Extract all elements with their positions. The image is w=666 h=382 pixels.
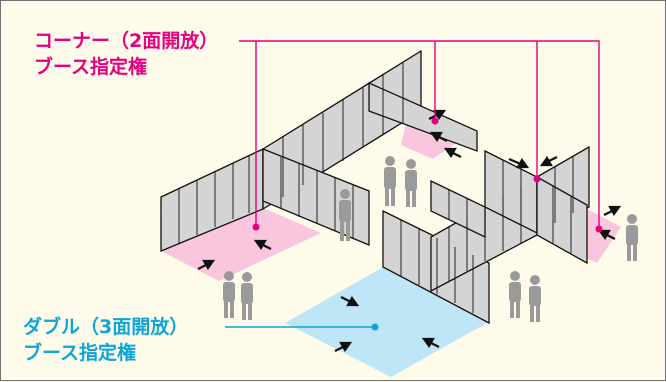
corner-point bbox=[533, 175, 541, 183]
entry-arrows bbox=[197, 109, 622, 353]
double-floor bbox=[285, 267, 487, 377]
corner-point bbox=[595, 225, 603, 233]
partition-walls bbox=[160, 49, 590, 325]
arrow-icon bbox=[597, 229, 616, 241]
arrow-icon bbox=[253, 239, 272, 251]
arrow-icon bbox=[539, 155, 558, 167]
arrow-icon bbox=[508, 157, 530, 169]
corner-label-line1: コーナー（2面開放） bbox=[34, 30, 219, 52]
arrow-icon bbox=[429, 131, 448, 143]
corner-floor-left bbox=[161, 207, 321, 281]
arrow-icon bbox=[603, 205, 622, 217]
double-label-line1: ダブル（3面開放） bbox=[23, 316, 189, 338]
corner-point bbox=[431, 117, 439, 125]
person-icon bbox=[384, 156, 396, 206]
person-icon bbox=[405, 159, 417, 207]
corner-points bbox=[252, 117, 603, 233]
person-icon bbox=[626, 214, 638, 261]
corner-leader-lines bbox=[239, 40, 600, 229]
person-icon bbox=[241, 272, 253, 320]
wall-right-front bbox=[536, 175, 588, 265]
corner-point bbox=[252, 223, 260, 231]
double-label-line2: ブース指定権 bbox=[23, 342, 137, 364]
visitor-figures bbox=[223, 156, 638, 322]
person-icon bbox=[529, 275, 541, 322]
arrow-icon bbox=[421, 337, 440, 349]
person-icon bbox=[339, 189, 351, 241]
double-point bbox=[371, 323, 379, 331]
person-icon bbox=[223, 271, 235, 318]
arrow-icon bbox=[334, 341, 353, 353]
arrow-icon bbox=[443, 147, 462, 159]
arrow-icon bbox=[197, 259, 216, 271]
corner-label-line2: ブース指定権 bbox=[34, 56, 148, 78]
panel-seams bbox=[178, 63, 574, 313]
person-icon bbox=[509, 271, 521, 318]
arrow-icon bbox=[340, 295, 360, 307]
